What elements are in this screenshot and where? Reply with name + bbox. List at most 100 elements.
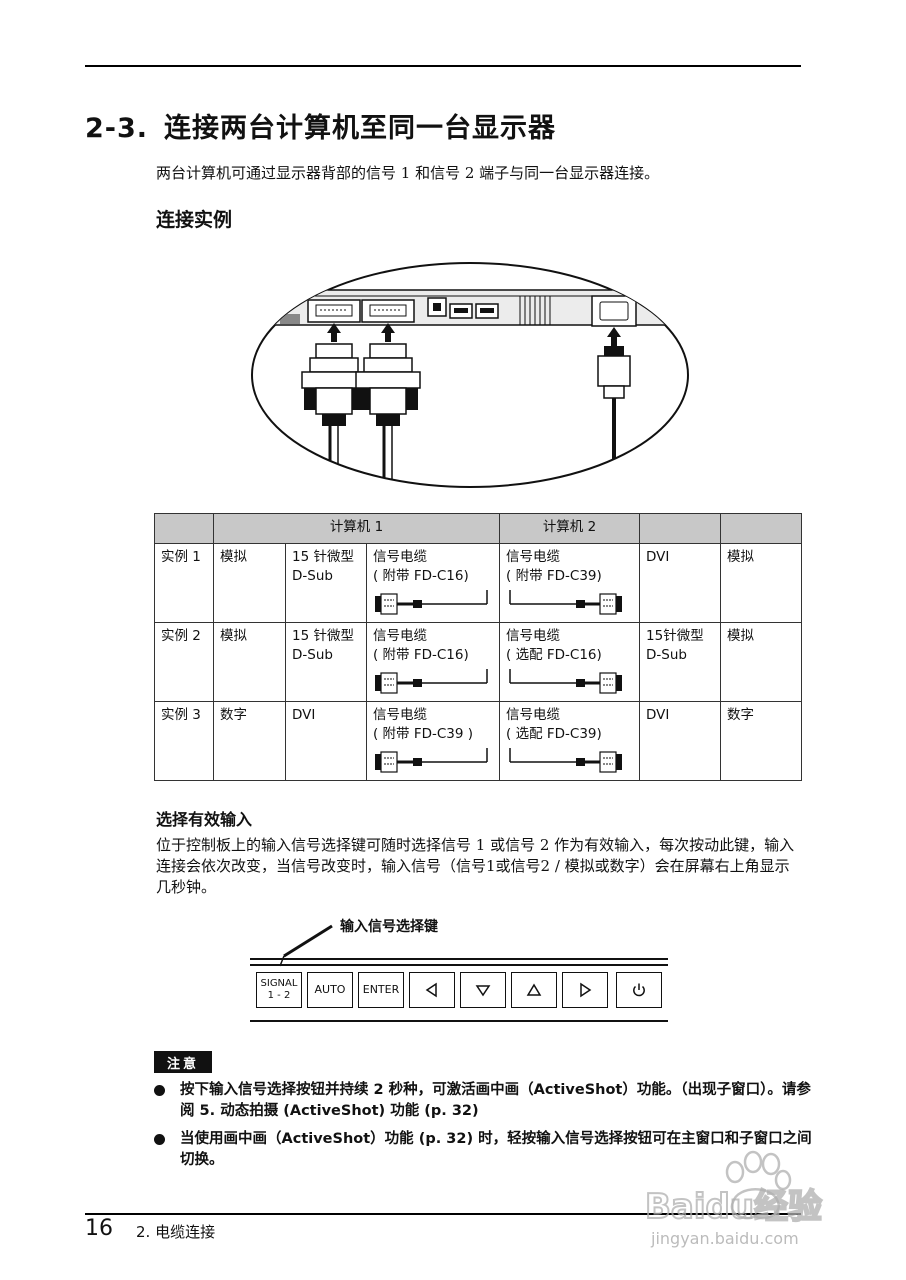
signal-key-label: 输入信号选择键 xyxy=(340,919,438,935)
dvi-cable-plug-2-icon xyxy=(355,343,421,487)
signal-key-line1: SIGNAL xyxy=(260,978,298,989)
bullet-icon xyxy=(154,1134,165,1145)
power-button[interactable] xyxy=(616,972,662,1008)
enter-button[interactable]: ENTER xyxy=(358,972,404,1008)
header-computer-2: 计算机 2 xyxy=(499,513,641,544)
watermark-url: jingyan.baidu.com xyxy=(650,1229,799,1248)
section-title: 2-3. 连接两台计算机至同一台显示器 xyxy=(85,106,556,145)
note-item-1: 按下输入信号选择按钮并持续 2 秒种，可激活画中画（ActiveShot）功能。… xyxy=(154,1080,814,1122)
note-item-2: 当使用画中画（ActiveShot）功能 (p. 32) 时，轻按输入信号选择按… xyxy=(154,1129,814,1171)
panel-bottom-line xyxy=(250,1020,668,1022)
pc1-connector-cell: 15 针微型 D-Sub xyxy=(285,543,367,623)
section-number: 2-3. xyxy=(85,113,149,144)
cable-1-cell: 信号电缆 ( 附带 FD-C39 ) xyxy=(365,701,501,781)
header-empty-2 xyxy=(639,513,722,544)
cable-1-cell-text: 信号电缆 ( 附带 FD-C39 ) xyxy=(373,707,474,742)
panel-top-line xyxy=(250,958,668,960)
pc2-signal-type-cell-text: 数字 xyxy=(727,707,755,723)
cable-b-icon xyxy=(509,669,623,694)
example-cell: 实例 3 xyxy=(154,701,214,781)
dvi-port-2-icon xyxy=(361,299,415,323)
pc2-signal-type-cell: 模拟 xyxy=(720,543,803,623)
pc1-signal-type-cell: 模拟 xyxy=(213,622,286,702)
pc2-connector-cell: DVI xyxy=(639,543,722,623)
table-row: 实例 3 数字 DVI 信号电缆 ( 附带 FD-C39 ) 信号电缆 ( 选配 FD-… xyxy=(154,701,803,781)
power-cable-plug-icon xyxy=(597,346,631,487)
pc2-connector-cell: 15针微型 D-Sub xyxy=(639,622,722,702)
header-empty-3 xyxy=(720,513,803,544)
pc2-signal-type-cell-text: 模拟 xyxy=(727,628,755,644)
table-row: 实例 2 模拟 15 针微型 D-Sub 信号电缆 ( 附带 FD-C16) 信号电缆 … xyxy=(154,622,803,702)
note-text-1: 按下输入信号选择按钮并持续 2 秒种，可激活画中画（ActiveShot）功能。… xyxy=(180,1082,811,1119)
cable-a-icon xyxy=(375,590,488,615)
down-button[interactable] xyxy=(460,972,506,1008)
cable-1-cell: 信号电缆 ( 附带 FD-C16) xyxy=(365,543,501,623)
example-cell: 实例 1 xyxy=(154,543,214,623)
pc1-signal-type-cell-text: 模拟 xyxy=(220,628,247,644)
pc1-signal-type-cell-text: 数字 xyxy=(220,707,247,723)
cable-1-cell-text: 信号电缆 ( 附带 FD-C16) xyxy=(373,549,469,584)
table-body: 实例 1 模拟 15 针微型 D-Sub 信号电缆 ( 附带 FD-C16) 信号电缆 … xyxy=(154,543,803,781)
left-arrow-icon xyxy=(425,982,437,998)
pc1-connector-cell-text: 15 针微型 D-Sub xyxy=(292,549,354,584)
note-text-2: 当使用画中画（ActiveShot）功能 (p. 32) 时，轻按输入信号选择按… xyxy=(180,1131,812,1168)
down-arrow-icon xyxy=(475,985,491,997)
left-button[interactable] xyxy=(409,972,455,1008)
auto-button[interactable]: AUTO xyxy=(307,972,353,1008)
baidu-watermark-logo: Baidu经验 jingyan.baidu.com xyxy=(644,1150,823,1248)
example-cell: 实例 2 xyxy=(154,622,214,702)
pc2-signal-type-cell-text: 模拟 xyxy=(727,549,755,565)
cable-1-cell: 信号电缆 ( 附带 FD-C16) xyxy=(365,622,501,702)
intro-paragraph: 两台计算机可通过显示器背部的信号 1 和信号 2 端子与同一台显示器连接。 xyxy=(156,164,660,182)
pc2-connector-cell-text: DVI xyxy=(646,549,670,565)
cable-2-cell: 信号电缆 ( 选配 FD-C16) xyxy=(499,622,641,702)
cable-2-cell: 信号电缆 ( 附带 FD-C39) xyxy=(499,543,641,623)
pc2-signal-type-cell: 模拟 xyxy=(720,622,803,702)
cable-2-cell-text: 信号电缆 ( 附带 FD-C39) xyxy=(506,549,602,584)
right-arrow-icon xyxy=(580,982,592,998)
signal-key-line2: 1 - 2 xyxy=(267,990,291,1001)
bullet-icon xyxy=(154,1085,165,1096)
chapter-name: 2. 电缆连接 xyxy=(136,1223,216,1241)
up-arrow-icon xyxy=(526,983,542,996)
cable-a-icon xyxy=(375,748,488,773)
cable-1-cell-text: 信号电缆 ( 附带 FD-C16) xyxy=(373,628,469,663)
cable-b-icon xyxy=(509,748,623,773)
pc1-signal-type-cell: 模拟 xyxy=(213,543,286,623)
cable-2-cell-text: 信号电缆 ( 选配 FD-C39) xyxy=(506,707,602,742)
watermark-brand: Baidu经验 xyxy=(645,1187,822,1227)
monitor-back-panel-illustration xyxy=(251,262,689,488)
pc2-connector-cell: DVI xyxy=(639,701,722,781)
section-title-text: 连接两台计算机至同一台显示器 xyxy=(164,113,557,144)
cable-2-cell-text: 信号电缆 ( 选配 FD-C16) xyxy=(506,628,602,663)
note-badge: 注意 xyxy=(154,1051,212,1073)
cable-2-cell: 信号电缆 ( 选配 FD-C39) xyxy=(499,701,641,781)
header-empty-1 xyxy=(154,513,214,544)
cable-a-icon xyxy=(375,669,488,694)
pc1-connector-cell-text: DVI xyxy=(292,707,316,723)
example-cell-text: 实例 2 xyxy=(161,628,201,644)
panel-inner-line xyxy=(250,964,668,966)
select-input-description: 位于控制板上的输入信号选择键可随时选择信号 1 或信号 2 作为有效输入，每次按… xyxy=(156,836,795,896)
header-computer-1: 计算机 1 xyxy=(212,513,501,544)
right-button[interactable] xyxy=(562,972,608,1008)
pc1-connector-cell-text: 15 针微型 D-Sub xyxy=(292,628,354,663)
bottom-rule xyxy=(85,1213,801,1215)
power-icon xyxy=(633,983,645,997)
page-number: 16 xyxy=(85,1216,113,1241)
table-row: 实例 1 模拟 15 针微型 D-Sub 信号电缆 ( 附带 FD-C16) 信号电缆 … xyxy=(154,543,803,623)
pc1-signal-type-cell: 数字 xyxy=(213,701,286,781)
table-header-row: 计算机 1 计算机 2 xyxy=(154,513,803,544)
example-cell-text: 实例 3 xyxy=(161,707,201,723)
pc1-signal-type-cell-text: 模拟 xyxy=(220,549,247,565)
pc1-connector-cell: DVI xyxy=(285,701,367,781)
dvi-cable-plug-1-icon xyxy=(301,343,367,487)
up-button[interactable] xyxy=(511,972,557,1008)
pc2-connector-cell-text: DVI xyxy=(646,707,670,723)
dvi-port-1-icon xyxy=(307,299,361,323)
example-cell-text: 实例 1 xyxy=(161,549,201,565)
top-rule xyxy=(85,65,801,67)
pc1-connector-cell: 15 针微型 D-Sub xyxy=(285,622,367,702)
